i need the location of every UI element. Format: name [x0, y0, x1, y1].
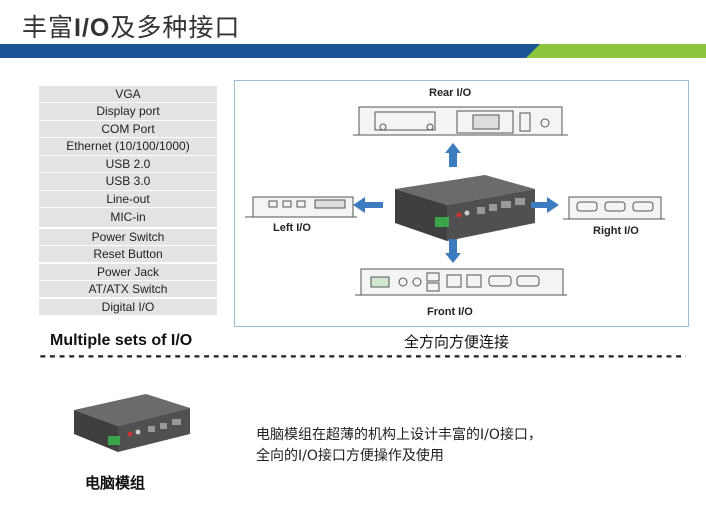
band-green	[526, 44, 706, 58]
computer-module-image	[74, 394, 190, 452]
left-io-label: Left I/O	[273, 222, 311, 234]
front-io-label: Front I/O	[427, 306, 473, 318]
io-item: VGA	[39, 86, 217, 103]
title-suffix: 及多种接口	[110, 13, 241, 42]
right-panel-drawing	[563, 196, 665, 220]
description-line-2: 全向的I/O接口方便操作及使用	[256, 448, 444, 464]
io-diagram-art	[245, 106, 665, 296]
direction-arrows	[353, 143, 559, 263]
arrow-down	[445, 239, 461, 263]
front-panel-drawing	[355, 268, 567, 296]
rear-io-label: Rear I/O	[429, 87, 472, 99]
io-item: Power Jack	[39, 263, 217, 280]
center-device-image	[395, 175, 535, 241]
diagram-caption: 全方向方便连接	[404, 333, 510, 351]
header-band	[0, 44, 706, 58]
io-item: Reset Button	[39, 246, 217, 263]
io-item: Power Switch	[39, 228, 217, 245]
io-item: USB 3.0	[39, 173, 217, 190]
io-item: USB 2.0	[39, 155, 217, 173]
io-item: Display port	[39, 103, 217, 120]
io-item: AT/ATX Switch	[39, 281, 217, 298]
dashed-divider: ----------------------------------------…	[38, 346, 686, 365]
rear-panel-drawing	[353, 106, 568, 136]
io-item: COM Port	[39, 120, 217, 138]
arrow-left	[353, 197, 383, 213]
arrow-right	[531, 197, 559, 213]
io-list: VGA Display port COM Port Ethernet (10/1…	[39, 86, 217, 316]
io-item: Ethernet (10/100/1000)	[39, 138, 217, 155]
module-description: 电脑模组在超薄的机构上设计丰富的I/O接口， 全向的I/O接口方便操作及使用	[256, 425, 542, 467]
io-item: MIC-in	[39, 208, 217, 228]
slide-title: 丰富I/O及多种接口	[22, 8, 240, 44]
right-io-label: Right I/O	[593, 225, 639, 237]
title-io: I/O	[74, 14, 111, 42]
arrow-up	[445, 143, 461, 167]
io-item: Line-out	[39, 190, 217, 208]
io-item: Digital I/O	[39, 298, 217, 315]
left-panel-drawing	[245, 196, 357, 218]
io-list-caption: Multiple sets of I/O	[50, 332, 193, 349]
module-caption: 电脑模组	[85, 474, 146, 492]
io-diagram: Rear I/O Left I/O Right I/O Front I/O	[234, 80, 689, 327]
title-prefix: 丰富	[22, 13, 75, 42]
description-line-1: 电脑模组在超薄的机构上设计丰富的I/O接口，	[256, 427, 542, 443]
